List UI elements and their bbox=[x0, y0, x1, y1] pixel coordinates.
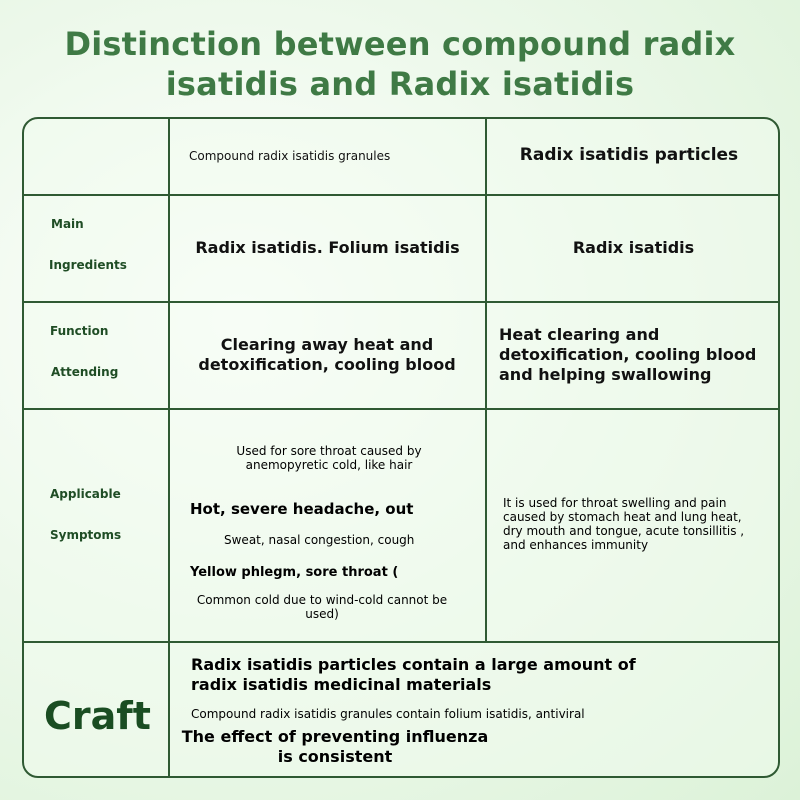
row-label-craft: Craft bbox=[44, 694, 151, 738]
comparison-table: Compound radix isatidis granules Radix i… bbox=[22, 117, 780, 778]
function-radix-text: Heat clearing and detoxification, coolin… bbox=[499, 325, 757, 384]
function-compound-text: Clearing away heat and detoxification, c… bbox=[198, 335, 456, 374]
function-radix: Heat clearing and detoxification, coolin… bbox=[499, 302, 769, 408]
symptoms-compound-p3: Sweat, nasal congestion, cough bbox=[224, 533, 415, 547]
table-divider-h1 bbox=[24, 194, 778, 196]
page-title: Distinction between compound radix isati… bbox=[0, 24, 800, 104]
craft-p3: The effect of preventing influenza is co… bbox=[181, 727, 489, 766]
symptoms-compound-p5: Common cold due to wind-cold cannot be u… bbox=[196, 593, 448, 621]
row-label-applicable: Applicable bbox=[50, 487, 121, 501]
ingredients-radix: Radix isatidis bbox=[487, 195, 778, 301]
row-label-main: Main bbox=[51, 217, 84, 231]
symptoms-compound-p1: Used for sore throat caused by anemopyre… bbox=[236, 444, 422, 472]
table-divider-v2 bbox=[485, 119, 487, 641]
header-radix-text: Radix isatidis particles bbox=[519, 145, 739, 165]
row-label-ingredients: Ingredients bbox=[49, 258, 127, 272]
table-divider-h2 bbox=[24, 301, 778, 303]
title-line-2: isatidis and Radix isatidis bbox=[165, 65, 635, 103]
row-label-attending: Attending bbox=[51, 365, 119, 379]
symptoms-compound-p2: Hot, severe headache, out bbox=[190, 500, 414, 518]
header-compound: Compound radix isatidis granules bbox=[189, 149, 469, 163]
header-radix: Radix isatidis particles bbox=[494, 145, 764, 165]
row-label-function: Function bbox=[50, 324, 109, 338]
craft-p2: Compound radix isatidis granules contain… bbox=[191, 707, 585, 721]
function-compound: Clearing away heat and detoxification, c… bbox=[194, 302, 460, 408]
ingredients-compound: Radix isatidis. Folium isatidis bbox=[170, 195, 485, 301]
table-divider-v1 bbox=[168, 119, 170, 776]
symptoms-compound-p4: Yellow phlegm, sore throat ( bbox=[190, 565, 399, 580]
craft-p1: Radix isatidis particles contain a large… bbox=[191, 655, 636, 694]
symptoms-radix: It is used for throat swelling and pain … bbox=[503, 496, 745, 552]
ingredients-radix-text: Radix isatidis bbox=[572, 238, 695, 257]
title-line-1: Distinction between compound radix bbox=[64, 25, 736, 63]
table-divider-h4 bbox=[24, 641, 778, 643]
header-compound-text: Compound radix isatidis granules bbox=[189, 149, 391, 163]
table-divider-h3 bbox=[24, 408, 778, 410]
ingredients-compound-text: Radix isatidis. Folium isatidis bbox=[195, 238, 460, 257]
row-label-symptoms: Symptoms bbox=[50, 528, 122, 542]
